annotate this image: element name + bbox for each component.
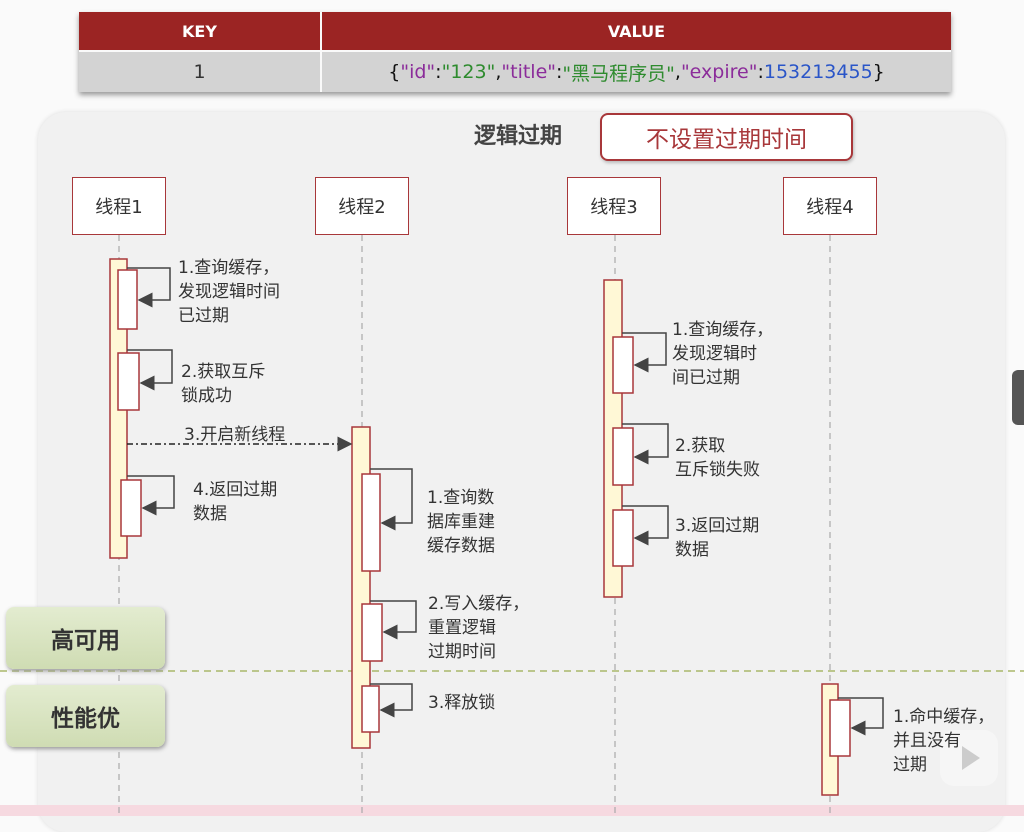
- json-punct: :: [435, 61, 442, 83]
- t2-step1: 1.查询数 据库重建 缓存数据: [427, 488, 495, 556]
- json-key: "id": [400, 61, 436, 83]
- t2-step2: 2.写入缓存， 重置逻辑 过期时间: [428, 594, 530, 662]
- self-arrows: [127, 267, 884, 736]
- t1-step2: 2.获取互斥 锁成功: [181, 362, 266, 406]
- key-value-table: KEY VALUE 1 {"id":"123","title":"黑马程序员",…: [79, 12, 951, 92]
- thread-1-box: 线程1: [72, 177, 166, 235]
- t3-step3: 3.返回过期 数据: [675, 516, 760, 560]
- json-string: "123": [441, 61, 496, 83]
- thread-4-box: 线程4: [783, 177, 877, 235]
- thread-3-box: 线程3: [567, 177, 661, 235]
- side-panel-handle[interactable]: [1012, 370, 1024, 425]
- t3-step1: 1.查询缓存， 发现逻辑时 间已过期: [672, 320, 774, 388]
- t1-step1: 1.查询缓存， 发现逻辑时间 已过期: [178, 258, 280, 326]
- performance-label: 性能优: [6, 685, 165, 747]
- json-punct: :: [556, 61, 563, 83]
- json-key: "title": [501, 61, 556, 83]
- play-icon[interactable]: [940, 730, 998, 786]
- key-header: KEY: [79, 12, 320, 50]
- json-string: "黑马程序员": [562, 62, 675, 85]
- inner-activations: [117, 269, 851, 757]
- t1-step3: 3.开启新线程: [184, 425, 286, 445]
- high-availability-label: 高可用: [6, 607, 165, 669]
- thread-2-box: 线程2: [315, 177, 409, 235]
- json-punct: ,: [674, 61, 681, 83]
- t1-step4: 4.返回过期 数据: [193, 480, 278, 524]
- diagram-title: 逻辑过期: [474, 124, 563, 149]
- bottom-strip: [0, 805, 1024, 816]
- key-cell: 1: [79, 52, 320, 92]
- t3-step2: 2.获取 互斥锁失败: [675, 436, 760, 480]
- value-cell: {"id":"123","title":"黑马程序员","expire":153…: [322, 52, 951, 92]
- json-punct: {: [388, 61, 401, 83]
- value-header: VALUE: [322, 12, 951, 50]
- json-key: "expire": [680, 61, 758, 83]
- t2-step3: 3.释放锁: [428, 693, 496, 713]
- no-ttl-badge: 不设置过期时间: [600, 113, 853, 161]
- json-punct: }: [872, 61, 885, 83]
- json-punct: ,: [495, 61, 502, 83]
- json-punct: :: [757, 61, 764, 83]
- json-number: 153213455: [763, 61, 873, 83]
- t4-step1: 1.命中缓存， 并且没有 过期: [893, 707, 995, 775]
